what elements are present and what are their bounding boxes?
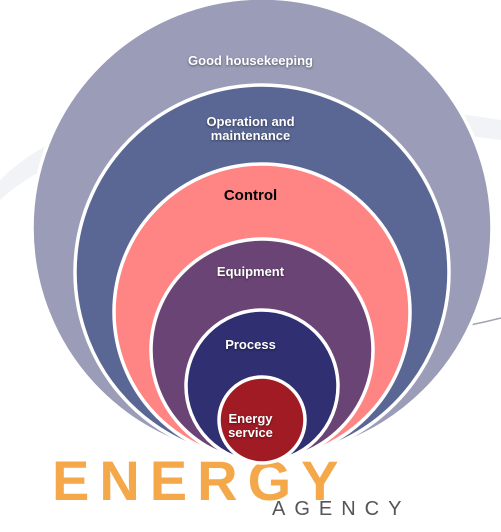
- ring-label-operation-maintenance: Operation and maintenance: [206, 114, 295, 143]
- ring-label-process: Process: [225, 337, 276, 352]
- energy-agency-wordmark: ENERGY: [52, 449, 349, 512]
- ring-energy-service: [217, 375, 307, 465]
- ring-label-control: Control: [223, 187, 278, 204]
- ring-label-good-housekeeping: Good housekeeping: [188, 53, 313, 68]
- agency-tagline: AGENCY: [272, 498, 411, 520]
- ring-label-equipment: Equipment: [216, 264, 285, 279]
- ring-label-energy-service: Energy service: [228, 411, 273, 440]
